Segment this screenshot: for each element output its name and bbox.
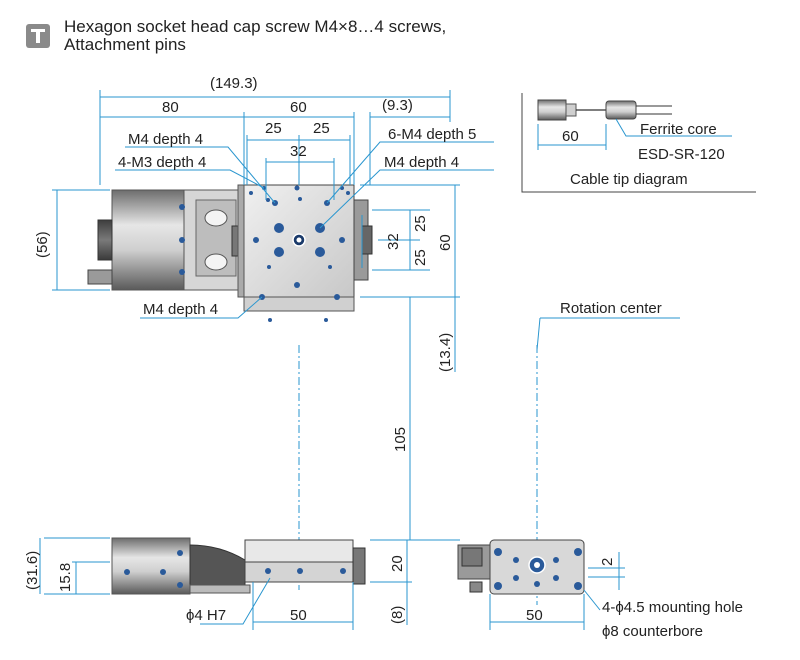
side-dim-8: (8) [389, 606, 406, 624]
dim-height-56: (56) [34, 231, 51, 258]
motor-shaft [87, 269, 113, 285]
dim-stage-width: 60 [290, 99, 307, 116]
end-dim-50: 50 [526, 607, 543, 624]
rotation-center-label: Rotation center [560, 300, 662, 317]
ferrite-core [605, 100, 637, 120]
ferrite-core-model: ESD-SR-120 [638, 146, 725, 163]
side-motor [111, 537, 191, 595]
ferrite-core-label: Ferrite core [640, 121, 717, 138]
motor-body [111, 189, 185, 291]
end-dim-2: 2 [599, 558, 616, 566]
side-dim-50: 50 [290, 607, 307, 624]
dim-offset-right: (9.3) [382, 97, 413, 114]
counterbore-label: ϕ8 counterbore [602, 623, 703, 640]
mount-hole-label: 4-ϕ4.5 mounting hole [602, 599, 743, 616]
cable-diagram-caption: Cable tip diagram [570, 171, 688, 188]
top-view: (149.3) 80 60 (9.3) 25 25 32 (56) 25 25 … [34, 75, 680, 605]
t-square-icon [26, 24, 50, 48]
dim-105: 105 [392, 427, 409, 452]
dim-hole-32: 32 [290, 143, 307, 160]
header-title-line2: Attachment pins [64, 35, 186, 54]
callout-m4-depth4-top: M4 depth 4 [128, 131, 203, 148]
motor-knob [97, 219, 113, 261]
dim-right-25b: 25 [412, 249, 429, 266]
header-title-line1: Hexagon socket head cap screw M4×8…4 scr… [64, 17, 447, 36]
dim-hole-25a: 25 [265, 120, 282, 137]
dim-right-60: 60 [437, 234, 454, 251]
dim-13-4: (13.4) [437, 333, 454, 372]
cable-tip-diagram: 60 Ferrite core ESD-SR-120 Cable tip dia… [521, 93, 756, 193]
callout-m4-depth4-right: M4 depth 4 [384, 154, 459, 171]
callout-4-m3-depth4: 4-M3 depth 4 [118, 154, 206, 171]
end-view: 2 50 4-ϕ4.5 mounting hole ϕ8 counterbore [457, 539, 743, 640]
header: Hexagon socket head cap screw M4×8…4 scr… [26, 14, 586, 58]
cable-dim-60: 60 [562, 128, 579, 145]
callout-m4-depth4-bottom: M4 depth 4 [143, 301, 218, 318]
dim-right-32: 32 [385, 233, 402, 250]
dim-overall: (149.3) [210, 75, 258, 92]
callout-6-m4-depth5: 6-M4 depth 5 [388, 126, 476, 143]
side-dim-20: 20 [389, 555, 406, 572]
side-stage [244, 539, 354, 563]
dim-hole-25b: 25 [313, 120, 330, 137]
side-view: (31.6) 15.8 20 (8) 50 ϕ4 H7 [24, 537, 412, 630]
side-dim-15-8: 15.8 [57, 563, 74, 592]
side-dim-31-6: (31.6) [24, 551, 41, 590]
dim-left-len: 80 [162, 99, 179, 116]
dim-right-25a: 25 [412, 215, 429, 232]
pin-hole-label: ϕ4 H7 [186, 607, 226, 624]
